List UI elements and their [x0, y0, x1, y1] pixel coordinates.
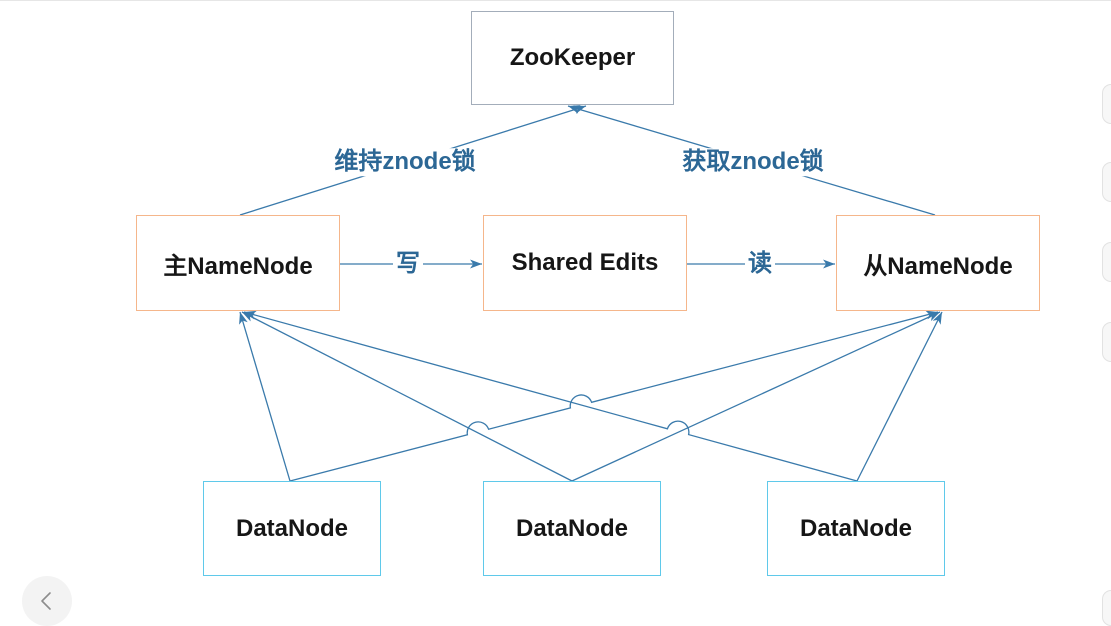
active-namenode-node: 主NameNode [136, 215, 340, 311]
edge-label-read: 读 [745, 250, 775, 278]
edge-datanode-3-to-active-namenode [243, 310, 858, 482]
edge-datanode-1-to-active-namenode [239, 311, 291, 482]
datanode-3-label: DataNode [799, 514, 913, 542]
edge-label-write: 写 [393, 250, 423, 278]
edge-datanode-2-to-active-namenode [241, 311, 573, 482]
top-border [0, 0, 1111, 1]
datanode-2-node: DataNode [483, 481, 661, 576]
side-nav-dot[interactable] [1102, 590, 1111, 626]
chevron-left-icon [41, 592, 51, 610]
edge-datanode-1-to-standby-namenode [289, 310, 939, 482]
datanode-2-label: DataNode [515, 514, 629, 542]
datanode-3-node: DataNode [767, 481, 945, 576]
standby-namenode-node: 从NameNode [836, 215, 1040, 311]
zookeeper-label: ZooKeeper [509, 44, 636, 71]
standby-namenode-label: 从NameNode [863, 252, 1013, 280]
edge-datanode-3-to-standby-namenode [856, 311, 943, 482]
shared-edits-node: Shared Edits [483, 215, 687, 311]
back-button[interactable] [22, 576, 72, 626]
datanode-1-node: DataNode [203, 481, 381, 576]
zookeeper-node: ZooKeeper [471, 11, 674, 105]
datanode-1-label: DataNode [235, 514, 349, 542]
edge-datanode-2-to-standby-namenode [571, 311, 941, 482]
active-namenode-label: 主NameNode [163, 252, 313, 280]
shared-edits-label: Shared Edits [511, 249, 659, 276]
side-nav-dot[interactable] [1102, 322, 1111, 362]
side-nav-dot[interactable] [1102, 84, 1111, 124]
edge-label-hold-lock: 维持znode锁 [331, 148, 479, 176]
side-nav-dot[interactable] [1102, 242, 1111, 282]
edge-label-acquire-lock: 获取znode锁 [679, 148, 827, 176]
side-nav-dot[interactable] [1102, 162, 1111, 202]
